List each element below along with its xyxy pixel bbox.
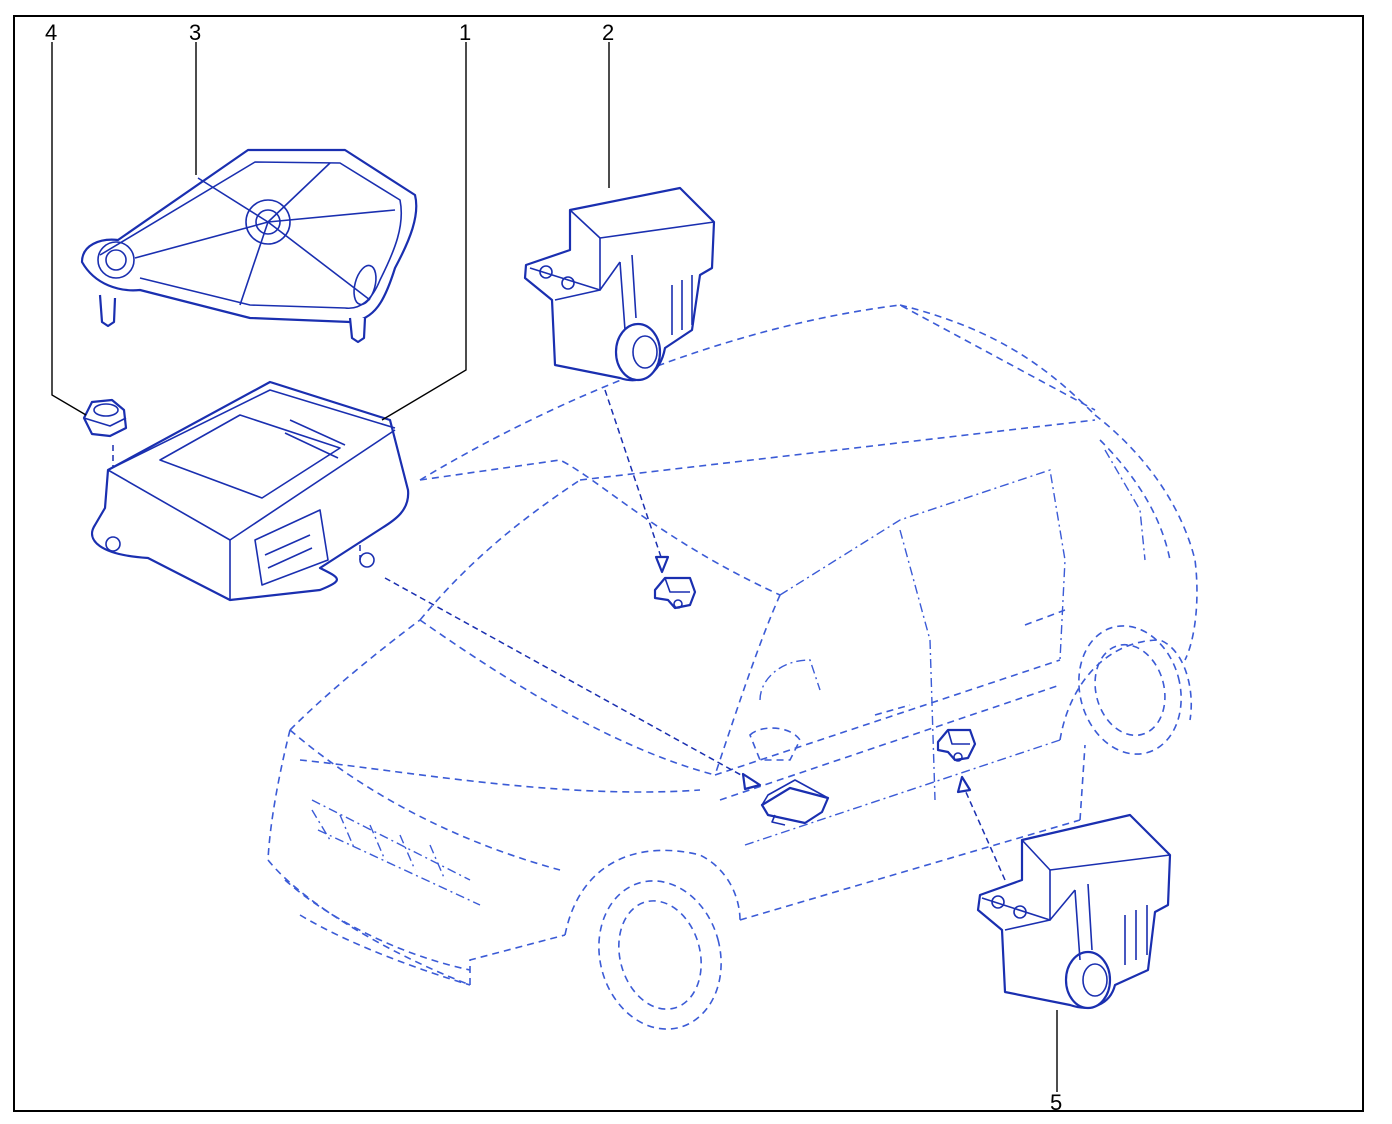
leader-lines: [51, 42, 1058, 1092]
callout-3: 3: [189, 20, 202, 45]
module-bracket: [80, 148, 418, 344]
callout-1: 1: [459, 20, 472, 45]
installed-sensor-front: [653, 576, 697, 610]
callout-4: 4: [45, 20, 58, 45]
airbag-control-module: [90, 380, 410, 602]
diagram-frame: [13, 15, 1364, 1112]
installed-control-module: [760, 779, 830, 826]
impact-sensor-lower: [976, 813, 1172, 1010]
callout-2: 2: [602, 20, 615, 45]
callout-5: 5: [1050, 1090, 1063, 1115]
nut: [82, 398, 128, 438]
installed-sensor-rear: [936, 728, 977, 762]
vehicle-outline: [267, 304, 1198, 1030]
impact-sensor-upper: [523, 186, 716, 382]
